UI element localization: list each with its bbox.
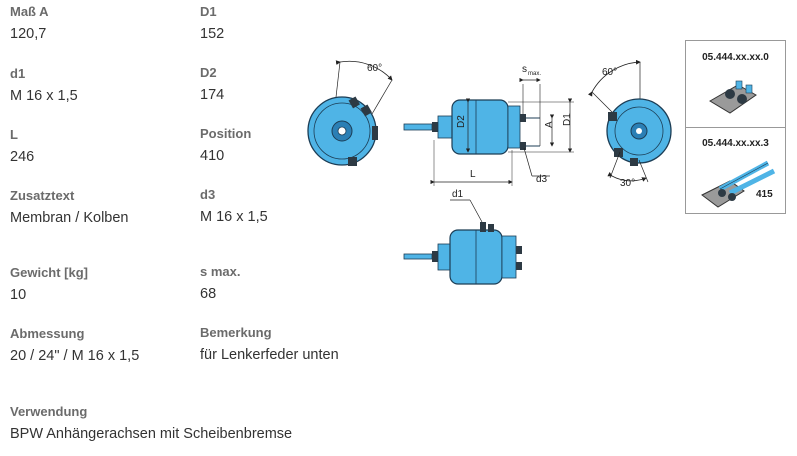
variant-item: 05.444.xx.xx.0 [686,41,785,128]
field-zusatztext: Zusatztext Membran / Kolben [10,188,128,227]
field-value: für Lenkerfeder unten [200,347,339,363]
field-value: 174 [200,87,225,103]
field-label: s max. [200,264,241,279]
variant-item: 05.444.xx.xx.3 415 [686,127,785,213]
field-mass-a: Maß A 120,7 [10,4,49,43]
variant-code: 05.444.xx.xx.0 [702,52,769,63]
field-label: D2 [200,65,217,80]
field-label: Position [200,126,252,141]
side-view: D2 s max. A D1 L d3 [403,64,574,186]
field-value: 120,7 [10,26,47,42]
field-bemerkung: Bemerkung für Lenkerfeder unten [200,325,339,364]
field-d1-lower: d1 M 16 x 1,5 [10,66,78,105]
dim-d2-label: D2 [456,115,467,128]
field-label: Zusatztext [10,188,75,203]
field-value: 152 [200,26,225,42]
field-value: BPW Anhängerachsen mit Scheibenbremse [10,426,293,442]
field-l: L 246 [10,127,34,166]
variant-image [709,80,757,114]
field-value: 410 [200,148,225,164]
field-position: Position 410 [200,126,251,165]
field-d1-upper: D1 152 [200,4,224,43]
angle-bottom-label: 30° [620,178,635,189]
dim-s-label: s [522,64,527,75]
technical-drawing: 60° D2 s max. A D1 [307,59,672,285]
dim-s-sub: max. [528,71,541,77]
field-label: d1 [10,66,26,81]
dim-d1-small-label: d1 [452,189,464,200]
field-verwendung: Verwendung BPW Anhängerachsen mit Scheib… [10,404,292,443]
field-label: D1 [200,4,217,19]
field-label: Maß A [10,4,49,19]
field-gewicht: Gewicht [kg] 10 [10,265,88,304]
variant-code: 05.444.xx.xx.3 [702,138,769,149]
dim-d3-label: d3 [536,174,548,185]
field-d3: d3 M 16 x 1,5 [200,187,268,226]
field-value: M 16 x 1,5 [200,209,268,225]
lower-side-view: d1 [403,189,522,285]
angle-left-label: 60° [367,63,382,74]
field-value: Membran / Kolben [10,210,129,226]
variant-badge: 415 [756,189,773,200]
field-label: Verwendung [10,404,88,419]
field-label: Gewicht [kg] [10,265,89,280]
right-end-view: 60° 30° [587,59,672,189]
field-s-max: s max. 68 [200,264,240,303]
field-value: 10 [10,287,27,303]
dim-a-label: A [544,121,555,128]
field-label: d3 [200,187,216,202]
field-label: L [10,127,18,142]
field-abmessung: Abmessung 20 / 24" / M 16 x 1,5 [10,326,139,365]
field-d2: D2 174 [200,65,224,104]
field-label: Abmessung [10,326,85,341]
field-value: 246 [10,149,35,165]
field-label: Bemerkung [200,325,272,340]
left-end-view: 60° [307,60,393,166]
dim-l-label: L [470,169,476,180]
field-value: M 16 x 1,5 [10,88,78,104]
field-value: 20 / 24" / M 16 x 1,5 [10,348,140,364]
dim-d1-label: D1 [562,113,573,126]
field-value: 68 [200,286,217,302]
variant-image: 415 [701,160,776,208]
variants-box: 05.444.xx.xx.0 05.444.xx.xx.3 415 [685,40,786,214]
angle-right-label: 60° [602,67,617,78]
